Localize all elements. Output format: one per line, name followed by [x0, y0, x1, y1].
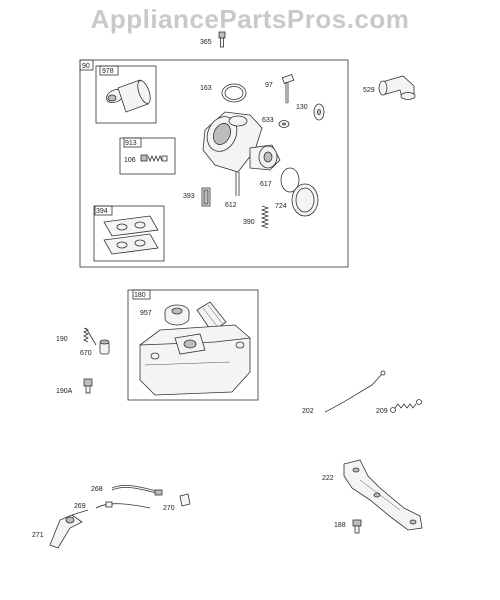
part-670-valve[interactable]: [99, 339, 110, 355]
part-617-float[interactable]: [280, 167, 300, 193]
label-163: 163: [200, 85, 212, 92]
label-222: 222: [322, 475, 334, 482]
label-90: 90: [82, 63, 90, 70]
label-633: 633: [262, 117, 274, 124]
part-fuel-strainer[interactable]: [196, 301, 227, 333]
group-tag-180: [132, 289, 151, 300]
part-163-gasket[interactable]: [221, 83, 247, 103]
part-978-choke-shaft[interactable]: [104, 79, 152, 113]
label-393: 393: [183, 193, 195, 200]
part-394-gasket-set[interactable]: [103, 215, 159, 255]
part-97-needle-screw[interactable]: [281, 73, 295, 104]
label-180: 180: [134, 292, 146, 299]
label-190: 190: [56, 336, 68, 343]
part-268-cable[interactable]: [111, 485, 163, 496]
label-390: 390: [243, 219, 255, 226]
group-tag-90: [79, 59, 94, 71]
label-913: 913: [125, 140, 137, 147]
part-269-conduit[interactable]: [95, 501, 151, 509]
watermark: AppliancePartsPros.com: [90, 4, 410, 34]
group-box-90: [79, 59, 349, 268]
group-tag-394: [94, 205, 113, 216]
part-fuel-tank[interactable]: [139, 324, 251, 396]
part-390-spring[interactable]: [260, 205, 270, 229]
label-270: 270: [163, 505, 175, 512]
group-box-978: [95, 65, 157, 124]
part-130-washer[interactable]: [313, 103, 325, 121]
label-957: 957: [140, 310, 152, 317]
part-190-fitting[interactable]: [83, 327, 97, 346]
label-365: 365: [200, 39, 212, 46]
label-209: 209: [376, 408, 388, 415]
label-188: 188: [334, 522, 346, 529]
label-670: 670: [80, 350, 92, 357]
part-190a-screw[interactable]: [83, 378, 93, 394]
part-270-clip[interactable]: [179, 493, 191, 507]
part-957-fuel-cap[interactable]: [164, 304, 190, 326]
label-617: 617: [260, 181, 272, 188]
label-97: 97: [265, 82, 273, 89]
label-612: 612: [225, 202, 237, 209]
part-209-spring[interactable]: [390, 399, 422, 413]
label-978: 978: [102, 68, 114, 75]
part-271-lever[interactable]: [49, 509, 89, 549]
group-tag-913: [123, 137, 142, 148]
part-carburetor-body[interactable]: [202, 111, 281, 196]
part-202-link-rod[interactable]: [324, 370, 386, 413]
label-269: 269: [74, 503, 86, 510]
label-724: 724: [275, 203, 287, 210]
group-box-394: [93, 205, 165, 262]
label-202: 202: [302, 408, 314, 415]
label-271: 271: [32, 532, 44, 539]
group-box-180: [127, 289, 259, 401]
group-box-913: [119, 137, 176, 175]
label-130: 130: [296, 104, 308, 111]
part-106-spring[interactable]: [140, 154, 168, 163]
group-tag-978: [99, 65, 119, 76]
part-188-screw[interactable]: [352, 519, 362, 534]
part-724-gasket[interactable]: [291, 183, 319, 217]
label-529: 529: [363, 87, 375, 94]
part-393-jet[interactable]: [201, 187, 211, 207]
label-268: 268: [91, 486, 103, 493]
part-365-screw[interactable]: [218, 31, 226, 48]
label-394: 394: [96, 208, 108, 215]
label-106: 106: [124, 157, 136, 164]
part-529-elbow[interactable]: [378, 75, 416, 100]
part-633-washer[interactable]: [278, 120, 290, 128]
label-190a: 190A: [56, 388, 73, 395]
part-222-bracket[interactable]: [343, 459, 423, 531]
